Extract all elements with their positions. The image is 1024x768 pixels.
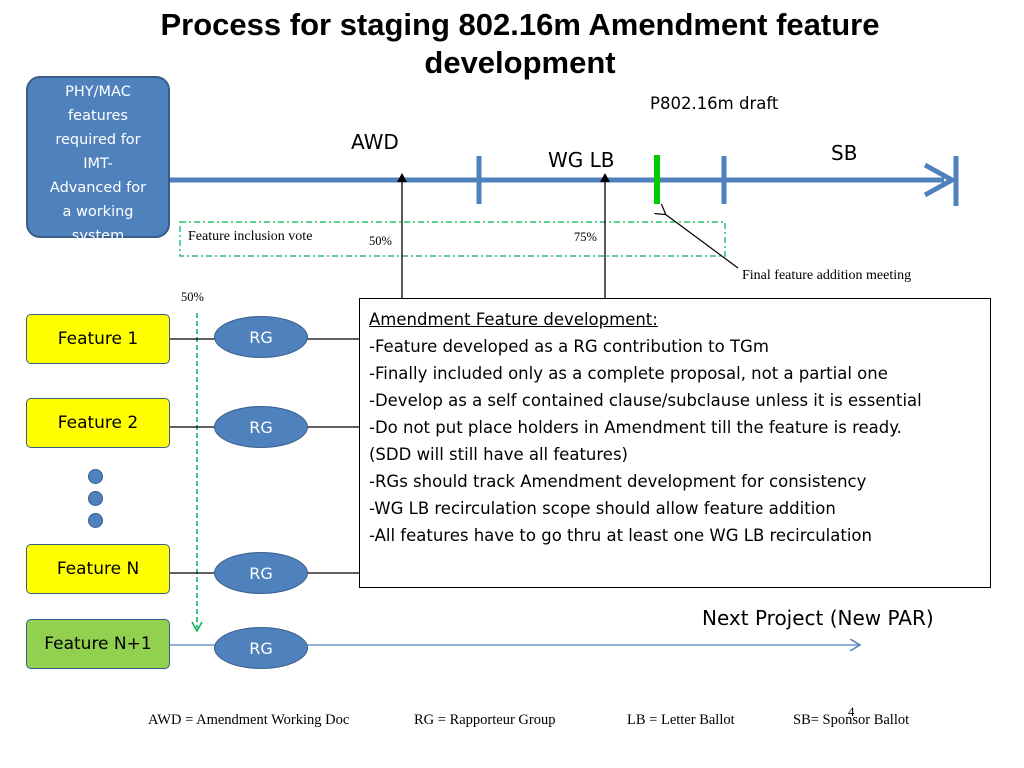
vote-dashed-arrowhead bbox=[191, 621, 203, 633]
feature-1-box: Feature 1 bbox=[26, 314, 170, 364]
amendment-box-line: -Finally included only as a complete pro… bbox=[369, 364, 888, 383]
footer-awd: AWD = Amendment Working Doc bbox=[148, 712, 350, 728]
draft-label: P802.16m draft bbox=[650, 94, 779, 113]
pct-50-inner: 50% bbox=[369, 234, 392, 248]
phy-line: PHY/MAC bbox=[65, 84, 131, 100]
phy-line: a working bbox=[62, 204, 134, 220]
phy-line: IMT- bbox=[83, 156, 113, 172]
final-meeting-label: Final feature addition meeting bbox=[742, 268, 912, 283]
slide-number: 4 bbox=[848, 704, 855, 719]
phy-line: required for bbox=[55, 132, 141, 148]
feature-2-box: Feature 2 bbox=[26, 398, 170, 448]
sb-label: SB bbox=[831, 141, 858, 165]
amendment-box-line: -RGs should track Amendment development … bbox=[369, 472, 867, 491]
feature-vote-label: Feature inclusion vote bbox=[188, 229, 313, 244]
amendment-box-line: -All features have to go thru at least o… bbox=[369, 526, 872, 545]
feature-n-box: Feature N bbox=[26, 544, 170, 594]
final-meeting-pointer bbox=[665, 214, 739, 269]
title-line-2: development bbox=[424, 45, 616, 80]
phy-line: Advanced for bbox=[49, 180, 147, 196]
rg-n1-ellipse: RG bbox=[214, 627, 308, 669]
ellipsis-dot bbox=[88, 469, 103, 484]
amendment-box-line: -Do not put place holders in Amendment t… bbox=[369, 418, 902, 437]
next-project-label: Next Project (New PAR) bbox=[702, 606, 934, 630]
feature-n1-box: Feature N+1 bbox=[26, 619, 170, 669]
ellipsis-dot bbox=[88, 513, 103, 528]
phy-mac-box: PHY/MAC features required for IMT- Advan… bbox=[26, 76, 170, 244]
ellipsis-dot bbox=[88, 491, 103, 506]
title-line-1: Process for staging 802.16m Amendment fe… bbox=[160, 7, 880, 42]
amendment-box-header: Amendment Feature development: bbox=[369, 310, 658, 329]
amendment-box-line: -Feature developed as a RG contribution … bbox=[369, 337, 769, 356]
timeline-arrowhead bbox=[923, 162, 958, 198]
footer-rg: RG = Rapporteur Group bbox=[414, 712, 556, 728]
pct-75: 75% bbox=[574, 230, 597, 244]
awd-label: AWD bbox=[351, 130, 399, 154]
pct-50-left: 50% bbox=[181, 290, 204, 304]
rg-n-ellipse: RG bbox=[214, 552, 308, 594]
feature-vote-region bbox=[179, 221, 726, 257]
amendment-box-line: -WG LB recirculation scope should allow … bbox=[369, 499, 836, 518]
footer-sb: SB= Sponsor Ballot bbox=[793, 712, 910, 728]
amendment-development-box: Amendment Feature development: -Feature … bbox=[359, 298, 991, 588]
rg-2-ellipse: RG bbox=[214, 406, 308, 448]
rg-1-ellipse: RG bbox=[214, 316, 308, 358]
footer-lb: LB = Letter Ballot bbox=[627, 712, 735, 728]
phy-line: system bbox=[71, 228, 125, 244]
phy-line: features bbox=[68, 108, 128, 124]
slide-title: Process for staging 802.16m Amendment fe… bbox=[0, 6, 1024, 82]
amendment-box-line: -Develop as a self contained clause/subc… bbox=[369, 391, 922, 410]
wglb-label: WG LB bbox=[548, 148, 615, 172]
amendment-box-line: (SDD will still have all features) bbox=[369, 445, 628, 464]
